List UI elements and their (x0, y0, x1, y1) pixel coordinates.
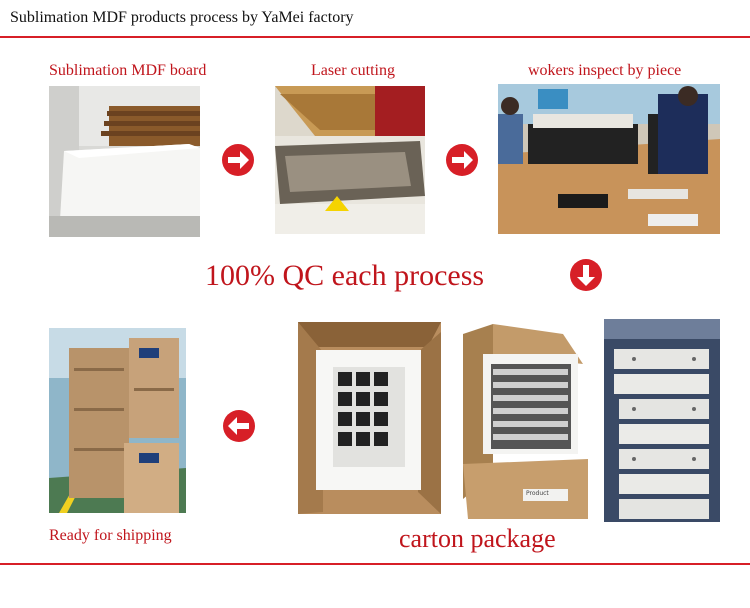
top-divider (0, 36, 750, 38)
qc-banner: 100% QC each process (205, 259, 485, 292)
arrow-right-icon (221, 143, 255, 177)
photo-carton-foam (298, 322, 441, 514)
page-title: Sublimation MDF products process by YaMe… (10, 9, 354, 26)
label-workers-inspect: wokers inspect by piece (528, 62, 682, 79)
label-carton-package: carton package (399, 524, 556, 553)
photo-workers-inspect (498, 84, 720, 234)
photo-mdf-board (49, 86, 200, 237)
arrow-right-icon (445, 143, 479, 177)
photo-ready-for-shipping (49, 328, 186, 513)
arrow-left-icon (222, 409, 256, 443)
photo-stacked-plates (604, 319, 720, 522)
carton-label-text: Product (526, 490, 549, 497)
bottom-divider (0, 563, 750, 565)
label-ready-for-shipping: Ready for shipping (49, 527, 172, 544)
label-laser-cutting: Laser cutting (311, 62, 395, 79)
photo-carton-boards: Product (463, 324, 588, 519)
photo-laser-cutting (275, 86, 425, 234)
arrow-down-icon (569, 258, 603, 292)
label-mdf-board: Sublimation MDF board (49, 62, 207, 79)
